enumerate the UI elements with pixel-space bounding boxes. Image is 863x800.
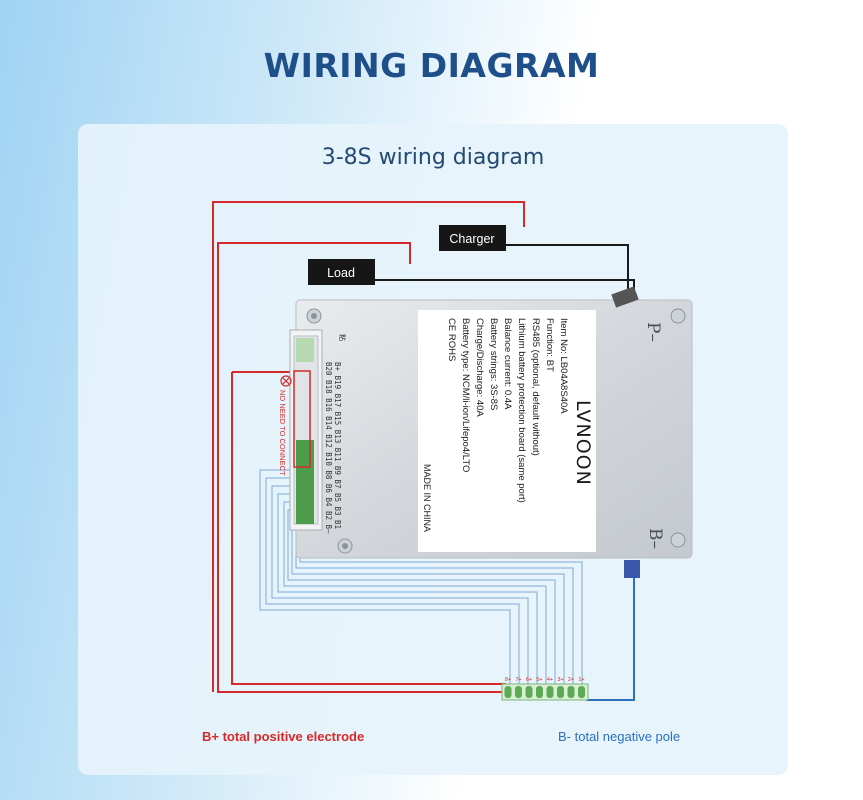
cell-label: 1+ — [578, 677, 584, 683]
no-connect-frame — [293, 370, 311, 468]
charger-negative-wire — [506, 244, 629, 296]
spec-sticker — [418, 310, 596, 552]
spec-line: Item No: LB04A8S40A — [558, 318, 569, 414]
cell-pin — [515, 686, 522, 698]
cell-label: 2+ — [568, 677, 574, 683]
brand-logo-text: LVNOON — [572, 400, 594, 486]
spec-line: Battery type: NCM/li-ion/Lifepo4/LTO — [460, 318, 471, 472]
cell-label: 8+ — [505, 677, 511, 683]
load-negative-wire — [375, 279, 635, 296]
spec-line: Charge/Discharge: 40A — [474, 318, 485, 417]
diagram-subtitle: 3-8S wiring diagram — [321, 145, 545, 170]
spec-line: Battery strings: 3S-8S — [488, 318, 499, 410]
cell-pin — [567, 686, 575, 698]
spec-line: Balance current: 0.4A — [502, 318, 513, 410]
cell-pin — [546, 686, 554, 698]
cell-pin — [504, 686, 512, 698]
spec-line: RS485 (optional, default without) — [530, 318, 541, 456]
cell-label: 6+ — [526, 677, 532, 683]
cell-label: 5+ — [536, 677, 542, 683]
cell-pin — [557, 686, 564, 698]
b-minus-caption: B- total negative pole — [558, 729, 681, 744]
load-positive-wire — [217, 242, 505, 693]
pin-row-top: B+ B19 B17 B15 B13 B11 B9 B7 B5 B3 B1 — [333, 362, 342, 529]
balance-wires — [259, 469, 583, 688]
cell-label: 7+ — [515, 677, 521, 683]
pin-row-bottom: B20 B18 B16 B14 B12 B10 B8 B6 B4 B2 B– — [324, 362, 333, 534]
charger-label: Charger — [449, 232, 494, 246]
b-minus-label-board: B– — [645, 528, 665, 549]
cell-pin — [578, 686, 585, 698]
p-minus-label: P– — [643, 322, 663, 342]
spec-line: Function: BT — [544, 318, 555, 372]
cell-label: 3+ — [557, 677, 563, 683]
battery-connector: 8+ 7+ 6+ 5+ 4+ 3+ 2+ 1+ — [501, 677, 589, 701]
connector-housing — [501, 683, 589, 701]
load-box — [308, 259, 375, 285]
cell-label: 4+ — [547, 677, 553, 683]
spec-line: Lithium battery protection board (same p… — [516, 318, 527, 503]
bms-board: P– B– B+ B19 B17 B15 B13 B11 B9 B7 B5 B3… — [289, 286, 693, 578]
cell-pin — [525, 686, 533, 698]
spec-line: CE ROHS — [446, 318, 457, 361]
pin-prefix: 粘 — [338, 334, 347, 341]
page-title: WIRING DIAGRAM — [263, 46, 600, 85]
b-plus-caption: B+ total positive electrode — [202, 729, 365, 744]
load-label: Load — [327, 266, 355, 280]
b-minus-wire — [586, 570, 635, 701]
cell-pin — [536, 686, 543, 698]
charger-positive-wire — [212, 201, 525, 692]
charger-box — [439, 225, 506, 251]
made-in-label: MADE IN CHINA — [422, 464, 432, 532]
no-connect-label: NO NEED TO CONNECT — [278, 390, 287, 476]
no-connect-icon — [280, 375, 292, 387]
